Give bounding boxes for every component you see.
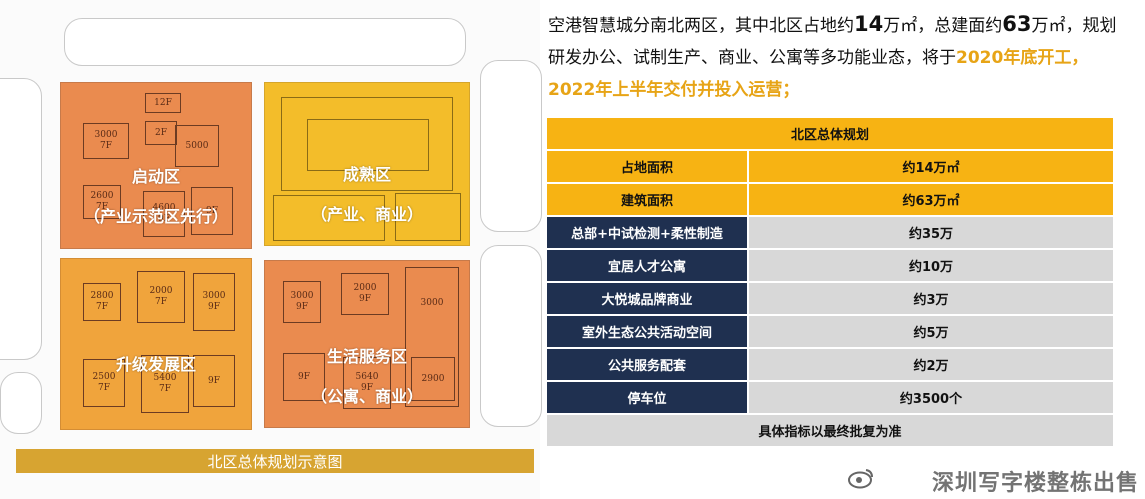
building: 3000 9F — [193, 273, 235, 331]
building: 5400 7F — [141, 355, 189, 413]
building: 5000 — [175, 125, 219, 167]
building: 2F — [145, 121, 177, 145]
table-row: 大悦城品牌商业 约3万 — [547, 283, 1113, 314]
row-label: 公共服务配套 — [547, 349, 747, 380]
table-footer-row: 具体指标以最终批复为准 — [547, 415, 1113, 446]
zone-start: 12F 3000 7F 2F 5000 2600 7F 4600 9F 9F 启… — [60, 82, 252, 249]
zone-label: 生活服务区 （公寓、商业） — [265, 327, 469, 407]
weibo-icon — [848, 469, 873, 489]
intro-text: 空港智慧城分南北两区，其中北区占地约 — [548, 16, 854, 36]
watermark: 深圳写字楼整栋出售 — [931, 471, 1139, 496]
zone-label: 成熟区 （产业、商业） — [265, 145, 469, 225]
building: 2000 9F — [341, 273, 389, 315]
building: 2500 7F — [83, 359, 125, 407]
row-value: 约3500个 — [749, 382, 1113, 413]
building: 2800 7F — [83, 283, 121, 321]
table-title-row: 北区总体规划 — [547, 118, 1113, 149]
zone-name: 生活服务区 — [326, 347, 407, 366]
zone-name: 启动区 — [131, 167, 180, 186]
building: 2600 7F — [83, 185, 121, 219]
building: 5640 9F — [343, 357, 391, 409]
building: 9F — [191, 187, 233, 235]
building: 4600 9F — [143, 191, 185, 237]
road-block — [480, 245, 542, 427]
zone-subtitle: （产业、商业） — [310, 205, 423, 224]
zone-subtitle: （产业示范区先行） — [83, 207, 228, 226]
building: 9F — [193, 355, 235, 407]
zone-subtitle: （公寓、商业） — [310, 387, 423, 406]
zone-label: 启动区 （产业示范区先行） — [61, 147, 251, 227]
table-row: 宜居人才公寓 约10万 — [547, 250, 1113, 281]
building-courtyard — [281, 97, 453, 191]
map-caption: 北区总体规划示意图 — [16, 449, 534, 473]
row-value: 约2万 — [749, 349, 1113, 380]
zone-mature: 成熟区 （产业、商业） — [264, 82, 470, 246]
row-value: 约5万 — [749, 316, 1113, 347]
intro-number: 63 — [1002, 12, 1032, 36]
building: 2900 — [411, 357, 455, 401]
building: 3000 9F — [283, 281, 321, 323]
road-block — [64, 18, 466, 66]
building: 2000 7F — [137, 271, 185, 323]
row-value: 约10万 — [749, 250, 1113, 281]
row-label: 停车位 — [547, 382, 747, 413]
table-row: 公共服务配套 约2万 — [547, 349, 1113, 380]
row-label: 大悦城品牌商业 — [547, 283, 747, 314]
road-block — [480, 60, 542, 232]
table-row: 室外生态公共活动空间 约5万 — [547, 316, 1113, 347]
table-row: 建筑面积 约63万㎡ — [547, 184, 1113, 215]
intro-highlight: 2020年底开工， — [956, 48, 1089, 68]
table-row: 总部+中试检测+柔性制造 约35万 — [547, 217, 1113, 248]
building: 3000 — [405, 267, 459, 407]
zone-name: 成熟区 — [342, 165, 391, 184]
row-value: 约14万㎡ — [749, 151, 1113, 182]
zone-name: 升级发展区 — [115, 355, 196, 374]
row-label: 室外生态公共活动空间 — [547, 316, 747, 347]
zone-label: 升级发展区 — [61, 335, 251, 375]
zone-service: 3000 9F 2000 9F 3000 9F 5640 9F 2900 生活服… — [264, 260, 470, 428]
row-label: 宜居人才公寓 — [547, 250, 747, 281]
table-row: 占地面积 约14万㎡ — [547, 151, 1113, 182]
row-label: 建筑面积 — [547, 184, 747, 215]
row-value: 约63万㎡ — [749, 184, 1113, 215]
table-title: 北区总体规划 — [547, 118, 1113, 149]
intro-text: 万㎡，规划研发办公、试制生产、商业、公寓等多功能业态，将于 — [548, 16, 1117, 68]
building — [273, 195, 385, 241]
building-courtyard-inner — [307, 119, 429, 171]
road-block — [0, 78, 42, 360]
building — [395, 193, 461, 241]
row-label: 总部+中试检测+柔性制造 — [547, 217, 747, 248]
building: 9F — [283, 353, 325, 401]
site-plan-map: 12F 3000 7F 2F 5000 2600 7F 4600 9F 9F 启… — [0, 0, 542, 499]
row-label: 占地面积 — [547, 151, 747, 182]
intro-paragraph: 空港智慧城分南北两区，其中北区占地约14万㎡，总建面约63万㎡，规划研发办公、试… — [548, 8, 1133, 106]
row-value: 约35万 — [749, 217, 1113, 248]
intro-highlight: 2022年上半年交付并投入运营； — [548, 80, 800, 100]
intro-number: 14 — [854, 12, 884, 36]
intro-text: 万㎡，总建面约 — [883, 16, 1003, 36]
table-row: 停车位 约3500个 — [547, 382, 1113, 413]
row-value: 约3万 — [749, 283, 1113, 314]
zone-upgrade: 2800 7F 2000 7F 3000 9F 2500 7F 5400 7F … — [60, 258, 252, 430]
plan-table: 北区总体规划 占地面积 约14万㎡ 建筑面积 约63万㎡ 总部+中试检测+柔性制… — [545, 116, 1115, 448]
road-block — [0, 372, 42, 434]
table-footer: 具体指标以最终批复为准 — [547, 415, 1113, 446]
building: 3000 7F — [83, 123, 129, 159]
building: 12F — [145, 93, 181, 113]
